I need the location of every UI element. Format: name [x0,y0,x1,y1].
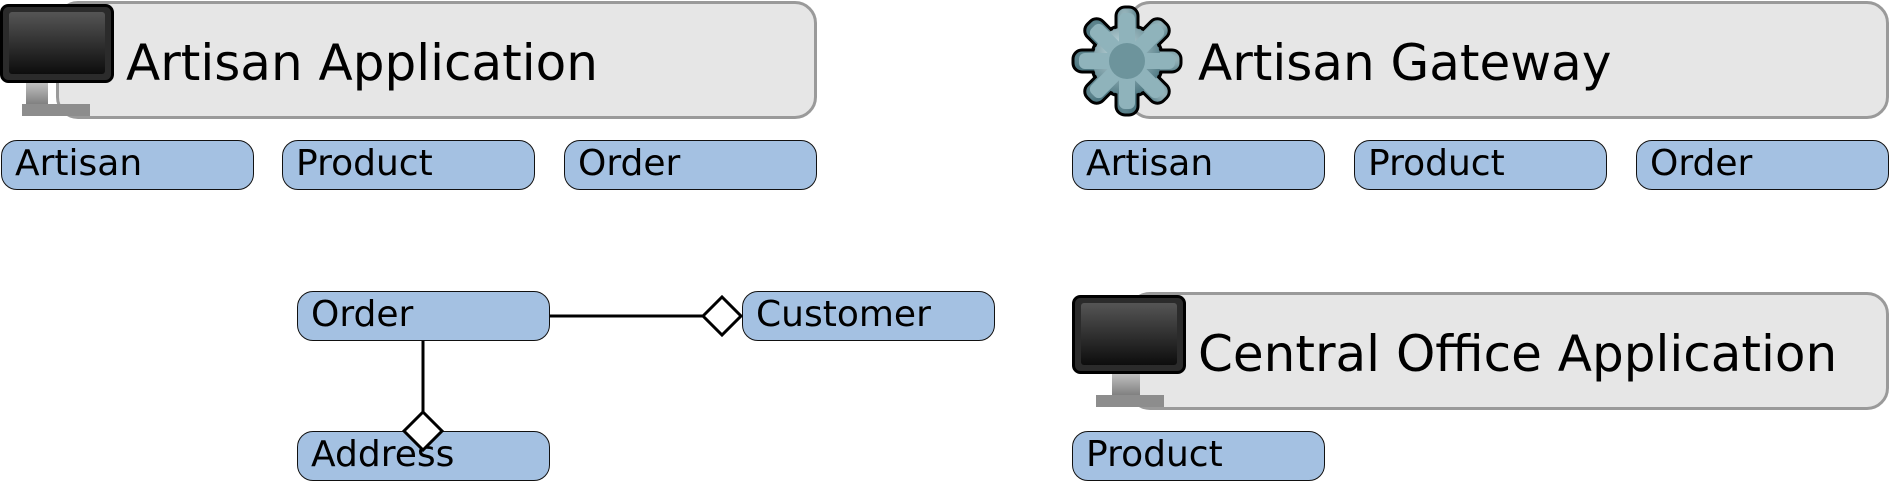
entity-product: Product [282,140,535,190]
artisan-application-box [56,1,817,119]
entity-customer: Customer [742,291,995,341]
artisan-gateway-box [1128,1,1889,119]
aggregation-diamond-customer [700,294,744,338]
gear-icon [1071,5,1183,117]
entity-product: Product [1072,431,1325,481]
artisan-application-title: Artisan Application [126,34,598,92]
entity-artisan: Artisan [1,140,254,190]
entity-order: Order [564,140,817,190]
monitor-icon [1072,295,1188,407]
entity-product: Product [1354,140,1607,190]
central-office-box [1128,292,1889,410]
entity-order: Order [1636,140,1889,190]
monitor-icon [0,4,116,116]
entity-order: Order [297,291,550,341]
artisan-gateway-title: Artisan Gateway [1198,34,1612,92]
central-office-title: Central Office Application [1198,325,1838,383]
entity-artisan: Artisan [1072,140,1325,190]
aggregation-diamond-address [401,409,445,453]
